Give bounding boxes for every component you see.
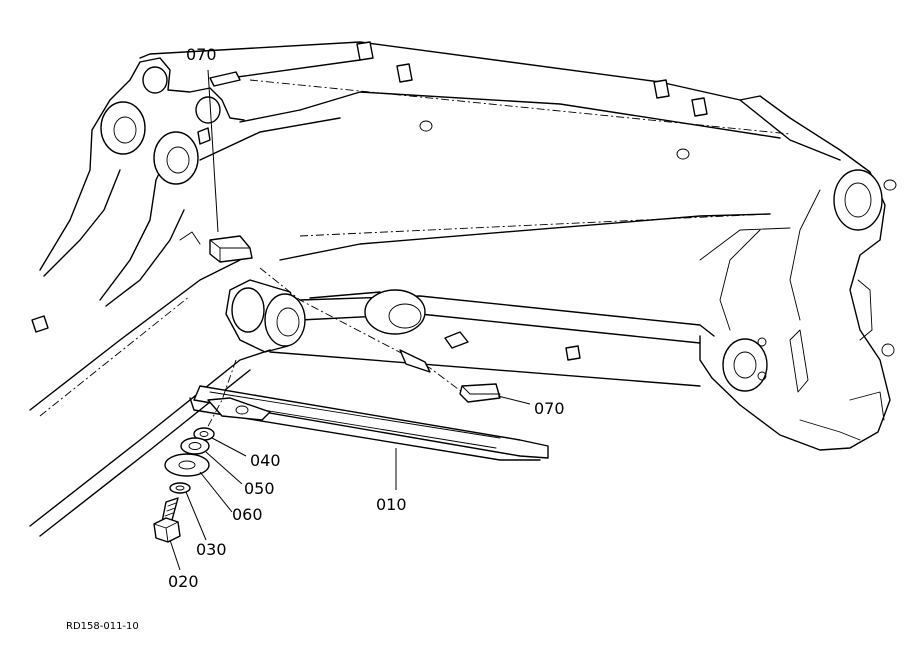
boom-assembly (139, 41, 897, 451)
callout-020: 020 (168, 572, 199, 591)
drawing-id-label: RD158-011-10 (66, 621, 139, 632)
callout-050: 050 (244, 479, 275, 498)
washer-030 (169, 482, 191, 494)
bolt-020 (153, 497, 181, 543)
callout-060: 060 (232, 505, 263, 524)
leader-lines (169, 69, 531, 571)
slide-pad-right (459, 383, 501, 403)
callout-030: 030 (196, 540, 227, 559)
washer-060 (164, 453, 210, 477)
callout-040: 040 (250, 451, 281, 470)
washer-050 (180, 437, 210, 455)
callout-070-right: 070 (534, 399, 565, 418)
slide-pad-top (209, 235, 253, 263)
callout-070-top: 070 (186, 45, 217, 64)
guard-plate (189, 385, 549, 461)
swing-bracket (29, 57, 271, 537)
callout-010: 010 (376, 495, 407, 514)
